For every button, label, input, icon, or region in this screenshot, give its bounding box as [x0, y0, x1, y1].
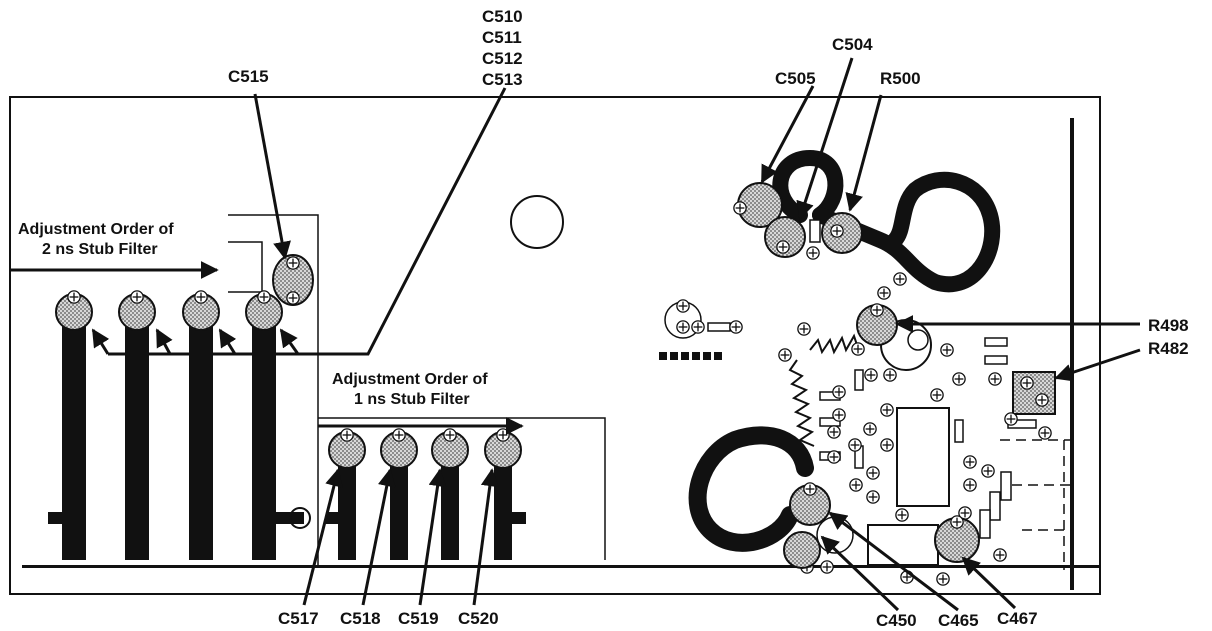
bottom-left-leaders — [302, 468, 499, 606]
one-ns-filter-enclosure — [318, 417, 606, 560]
r498-component — [856, 303, 898, 346]
one-ns-caption-line1: Adjustment Order of — [332, 371, 488, 388]
lower-loop-trace — [688, 426, 814, 552]
one-ns-trimmer-caps — [328, 428, 522, 469]
right-leaders — [760, 57, 1141, 612]
label-r500: R500 — [880, 69, 921, 88]
lower-cap-cluster — [783, 482, 980, 569]
label-c467: C467 — [997, 609, 1038, 628]
label-c504: C504 — [832, 35, 873, 54]
mounting-hole — [510, 195, 564, 249]
c510-c513-leader — [91, 87, 507, 356]
one-ns-stubs — [326, 455, 526, 560]
board-outline — [9, 96, 1101, 595]
label-r498: R498 — [1148, 316, 1189, 335]
c515-leader — [253, 93, 291, 260]
two-ns-caption-line1: Adjustment Order of — [18, 221, 174, 238]
label-c450: C450 — [876, 611, 917, 630]
spring-coils — [788, 333, 859, 447]
label-c505: C505 — [775, 69, 816, 88]
two-ns-caption-line2: 2 ns Stub Filter — [42, 241, 158, 258]
label-c517: C517 — [278, 609, 319, 628]
label-c510: C510 — [482, 7, 523, 26]
test-point-cluster — [659, 299, 743, 360]
label-r482: R482 — [1148, 339, 1189, 358]
label-c515: C515 — [228, 67, 269, 86]
upper-cap-cluster — [733, 182, 863, 260]
label-c511: C511 — [482, 28, 522, 47]
two-ns-trimmer-caps — [55, 290, 283, 331]
label-c518: C518 — [340, 609, 381, 628]
label-c513: C513 — [482, 70, 523, 89]
label-c465: C465 — [938, 611, 979, 630]
upper-loop-traces — [772, 149, 1001, 293]
two-ns-stubs — [48, 320, 311, 560]
label-c512: C512 — [482, 49, 523, 68]
label-c520: C520 — [458, 609, 499, 628]
central-components — [778, 272, 1072, 586]
two-ns-filter-enclosure — [228, 214, 319, 565]
label-c519: C519 — [398, 609, 439, 628]
one-ns-caption-line2: 1 ns Stub Filter — [354, 391, 470, 408]
c515-capacitor — [272, 254, 314, 306]
